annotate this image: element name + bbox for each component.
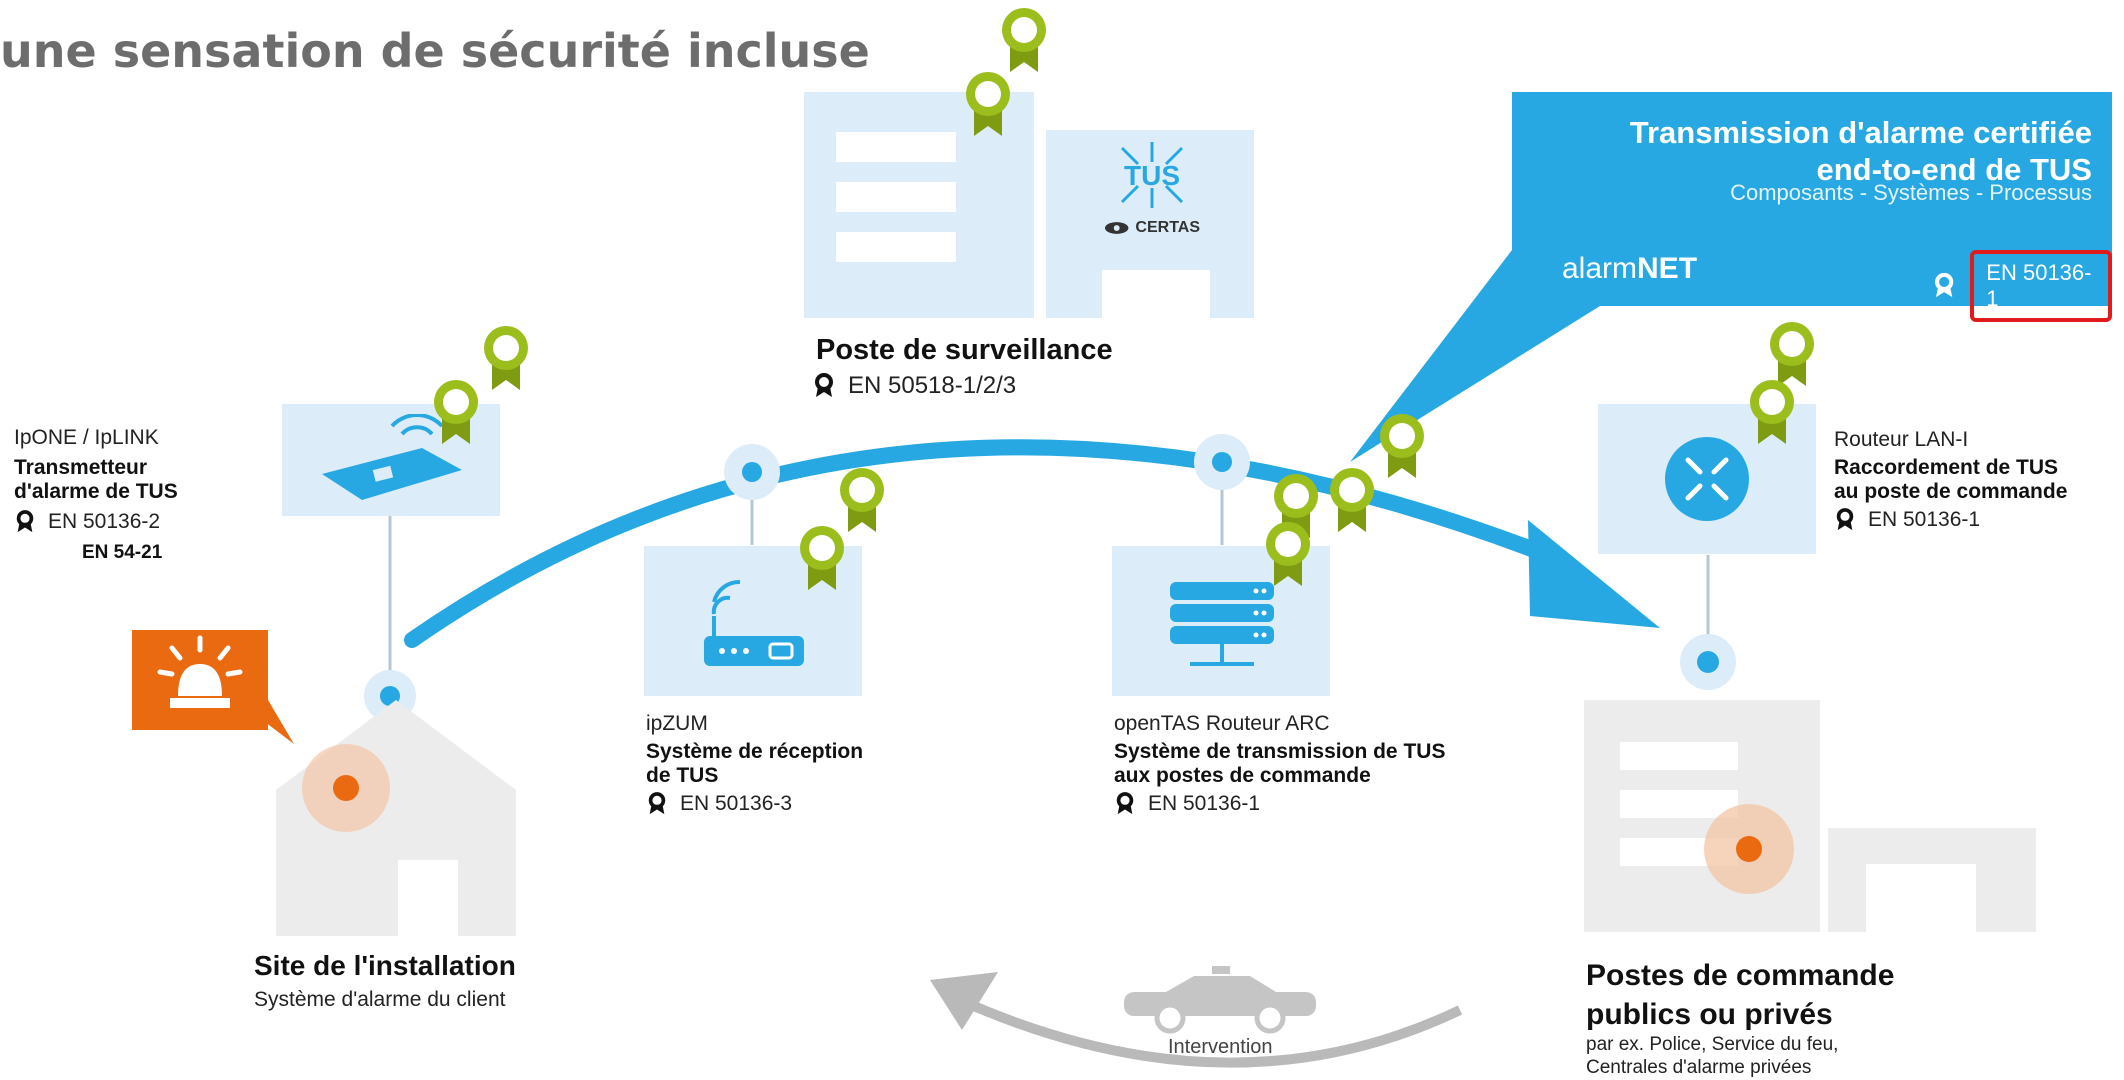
alarmnet-title-line2: end-to-end de TUS <box>1816 152 2092 188</box>
router-icon <box>1665 437 1749 521</box>
intervention-label: Intervention <box>1168 1036 1273 1058</box>
command-posts-subtitle: par ex. Police, Service du feu, Centrale… <box>1586 1034 1839 1078</box>
badge-icon <box>1380 414 1424 478</box>
installation-site-subtitle: Système d'alarme du client <box>254 988 506 1011</box>
wifi-router-icon <box>704 579 804 666</box>
transmitter-norm: EN 50136-2 <box>14 510 160 534</box>
certification-icon <box>1935 272 1954 298</box>
intervention-arc <box>957 995 1463 1068</box>
certification-icon <box>648 792 666 815</box>
certification-icon <box>815 373 833 397</box>
certification-icon <box>1116 792 1134 815</box>
command-posts-building <box>1584 700 1820 932</box>
badge-icon <box>800 526 844 590</box>
tagline: une sensation de sécurité incluse <box>0 24 870 78</box>
transmission-norm: EN 50136-1 <box>1114 792 1260 816</box>
receiver-title: Système de réception de TUS <box>646 740 864 788</box>
certas-logo-text: CERTAS <box>1135 219 1200 236</box>
transmission-product: openTAS Routeur ARC <box>1114 712 1330 735</box>
alarmnet-info-box: Transmission d'alarme certifiée end-to-e… <box>1512 92 2112 322</box>
receiver-norm: EN 50136-3 <box>646 792 792 816</box>
badge-icon <box>1770 322 1814 386</box>
monitoring-station-title: Poste de surveillance <box>816 334 1113 366</box>
monitoring-station-building <box>804 92 1034 318</box>
transmission-title: Système de transmission de TUS aux poste… <box>1114 740 1446 788</box>
badge-icon <box>434 380 478 444</box>
transmitter-product: IpONE / IpLINK <box>14 426 159 449</box>
alarm-dot <box>1736 836 1762 862</box>
certification-icon <box>1836 508 1854 531</box>
router-product: Routeur LAN-I <box>1834 428 1969 451</box>
siren-pointer <box>236 700 294 744</box>
badge-icon <box>1266 522 1310 586</box>
eye-icon <box>1104 222 1129 234</box>
badge-icon <box>966 72 1010 136</box>
command-posts-annex <box>1828 828 2036 932</box>
receiver-product: ipZUM <box>646 712 708 735</box>
circuit-board-icon <box>322 414 462 500</box>
router-tile <box>1598 404 1816 554</box>
transmitter-norm-2: EN 54-21 <box>82 542 163 563</box>
police-car-icon <box>1124 966 1316 1034</box>
router-norm: EN 50136-1 <box>1834 508 1980 532</box>
arc-arrowhead <box>1528 520 1660 628</box>
intervention-arrowhead <box>930 972 998 1030</box>
badge-icon <box>1750 380 1794 444</box>
transmitter-title: Transmetteur d'alarme de TUS <box>14 456 178 504</box>
tus-star-icon <box>1120 142 1184 208</box>
alarmnet-subtitle: Composants - Systèmes - Processus <box>1730 180 2092 205</box>
installation-site-title: Site de l'installation <box>254 950 516 981</box>
siren-icon <box>157 635 243 708</box>
alarmnet-norm-highlight: EN 50136-1 <box>1970 250 2112 322</box>
alarmnet-title-line1: Transmission d'alarme certifiée <box>1629 115 2092 150</box>
tus-logo: TUS CERTAS <box>1104 140 1200 237</box>
monitoring-station-annex: TUS CERTAS <box>1046 130 1254 318</box>
alarm-siren-tile <box>132 630 268 730</box>
monitoring-station-norm: EN 50518-1/2/3 <box>812 372 1016 400</box>
router-title: Raccordement de TUS au poste de commande <box>1834 456 2068 504</box>
alarmnet-logo: alarmNET <box>1562 252 1698 285</box>
server-stack-icon <box>1170 582 1274 666</box>
badge-icon <box>1330 468 1374 532</box>
command-posts-title: Postes de commande publics ou privés <box>1586 959 1895 1031</box>
badge-icon <box>484 326 528 390</box>
certification-icon <box>16 510 34 533</box>
badge-icon <box>1002 8 1046 72</box>
badge-icon <box>840 468 884 532</box>
installation-house <box>276 700 516 936</box>
